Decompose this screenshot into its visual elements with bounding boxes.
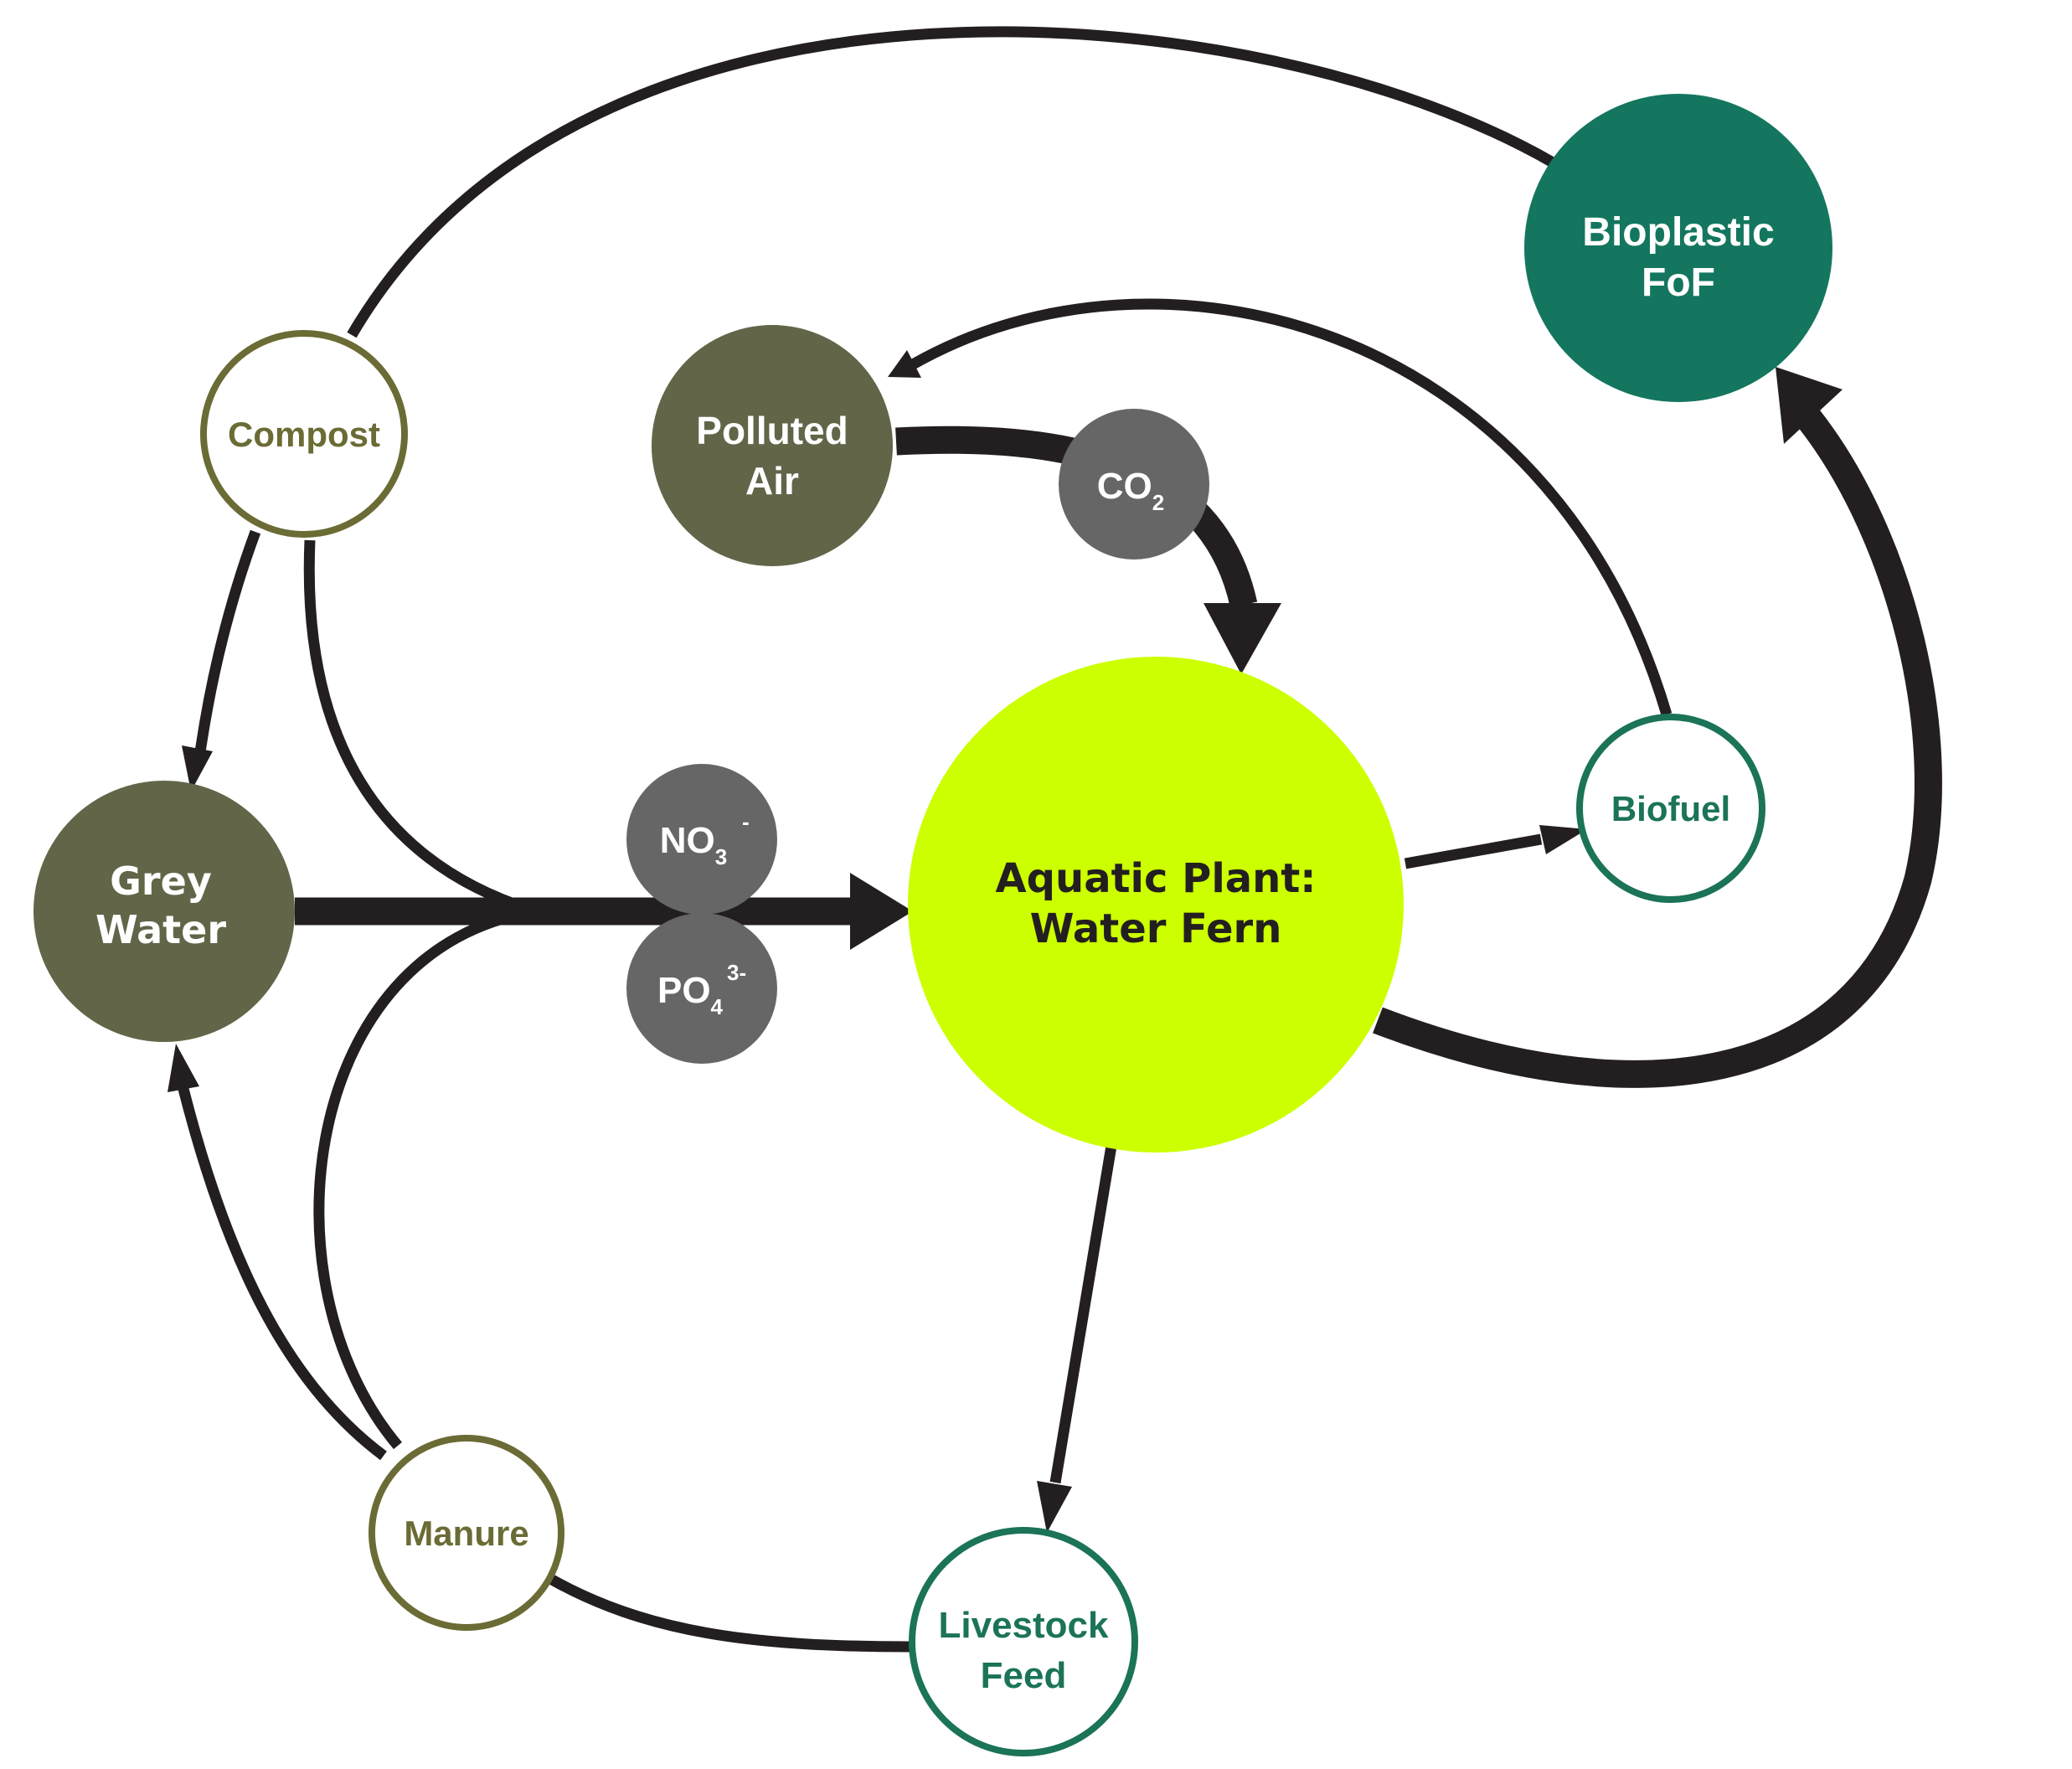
manure-label: Manure <box>404 1514 528 1553</box>
arrowhead-compost-to-grey-water <box>182 745 213 792</box>
polluted-air-label-line1: Polluted <box>696 409 848 452</box>
arrow-biofuel-to-polluted-air <box>910 298 1673 716</box>
polluted-air-node: Polluted Air <box>652 325 893 566</box>
no3-base: NO <box>660 820 715 861</box>
po4-superscript: 3- <box>727 960 746 985</box>
arrow-compost-to-main-flow <box>303 539 538 917</box>
po4-subscript: 4 <box>711 994 724 1019</box>
biofuel-label: Biofuel <box>1611 789 1730 828</box>
arrow-compost-to-grey-water <box>193 529 261 759</box>
arrowhead-to-livestock-feed <box>1037 1481 1072 1533</box>
grey-water-label-line1: Grey <box>110 859 212 904</box>
arrowhead-co2-to-aquatic-plant <box>1204 603 1281 674</box>
livestock-feed-label-line2: Feed <box>981 1655 1067 1696</box>
arrow-manure-to-grey-water <box>178 1087 387 1461</box>
arrowhead-to-bioplastic <box>1776 367 1843 444</box>
bioplastic-label-line2: FoF <box>1642 260 1715 305</box>
co2-base: CO <box>1097 466 1152 507</box>
co2-molecule: CO2 <box>1059 409 1209 560</box>
arrowhead-to-biofuel <box>1539 825 1587 854</box>
grey-water-node: Grey Water <box>34 781 295 1042</box>
compost-node: Compost <box>200 330 408 538</box>
no3-molecule: NO3 - <box>626 764 777 915</box>
bioplastic-label-line1: Bioplastic <box>1582 210 1774 255</box>
arrow-livestock-feed-to-manure <box>543 1571 912 1653</box>
arrowhead-to-aquatic-plant-main <box>850 873 913 950</box>
arrowhead-to-polluted-air <box>888 350 921 378</box>
arrow-aquatic-plant-to-biofuel <box>1404 833 1543 869</box>
compost-label: Compost <box>228 415 380 454</box>
no3-subscript: 3 <box>715 844 727 869</box>
bioplastic-node: Bioplastic FoF <box>1524 94 1832 402</box>
arrow-manure-to-main-flow <box>313 905 537 1450</box>
po4-base: PO <box>657 970 711 1011</box>
grey-water-label-line2: Water <box>95 907 226 952</box>
aquatic-plant-label-line2: Water Fern <box>1030 905 1282 952</box>
arrow-aquatic-plant-to-livestock-feed <box>1049 1144 1117 1484</box>
aquatic-plant-node: Aquatic Plant: Water Fern <box>908 657 1404 1153</box>
livestock-feed-node: Livestock Feed <box>909 1527 1138 1756</box>
po4-formula: PO4 <box>657 970 724 1019</box>
co2-subscript: 2 <box>1152 490 1164 515</box>
arrow-bioplastic-to-compost <box>347 26 1556 338</box>
biofuel-node: Biofuel <box>1576 714 1765 903</box>
arrow-aquatic-plant-to-bioplastic <box>1373 410 1942 1088</box>
manure-node: Manure <box>369 1435 564 1631</box>
arrowhead-manure-to-grey-water <box>168 1044 199 1092</box>
no3-superscript: - <box>742 809 750 834</box>
polluted-air-label-line2: Air <box>745 459 799 503</box>
po4-molecule: PO4 3- <box>626 913 777 1064</box>
livestock-feed-label-line1: Livestock <box>939 1605 1110 1646</box>
aquatic-plant-label-line1: Aquatic Plant: <box>996 855 1317 902</box>
co2-formula: CO2 <box>1097 466 1164 515</box>
no3-formula: NO3 <box>660 820 727 869</box>
